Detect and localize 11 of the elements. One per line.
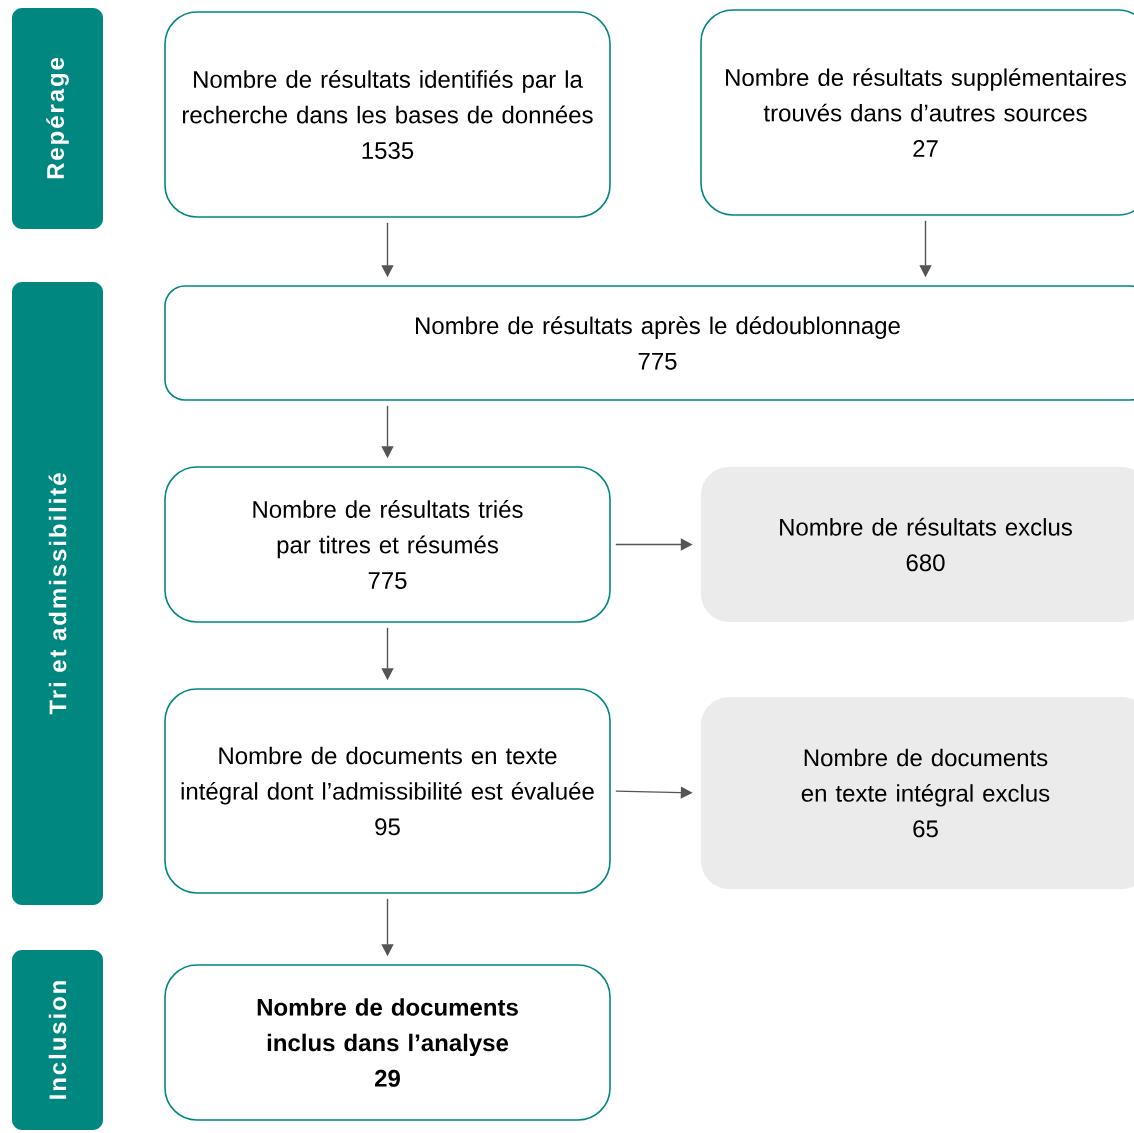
stage-band: Tri et admissibilité (12, 282, 103, 905)
process-box: Nombre de résultats identifiés par la recherche dans les bases de données 1535 (164, 11, 611, 218)
result-box: Nombre de documents inclus dans l’analyse 29 (164, 964, 611, 1121)
process-box: Nombre de résultats supplémentaires trouvés dans d’autres sources 27 (700, 9, 1134, 216)
stage-band: Inclusion (12, 950, 103, 1130)
exclusion-box: Nombre de documents en texte intégral exclus 65 (701, 697, 1134, 889)
process-box: Nombre de résultats après le dédoublonnage 775 (164, 285, 1134, 401)
exclusion-box: Nombre de résultats exclus 680 (701, 467, 1134, 622)
stage-band: Repérage (12, 8, 103, 229)
process-box: Nombre de résultats triés par titres et résumés 775 (164, 466, 611, 623)
process-box: Nombre de documents en texte intégral dont l’admissibilité est évaluée 95 (164, 688, 611, 894)
